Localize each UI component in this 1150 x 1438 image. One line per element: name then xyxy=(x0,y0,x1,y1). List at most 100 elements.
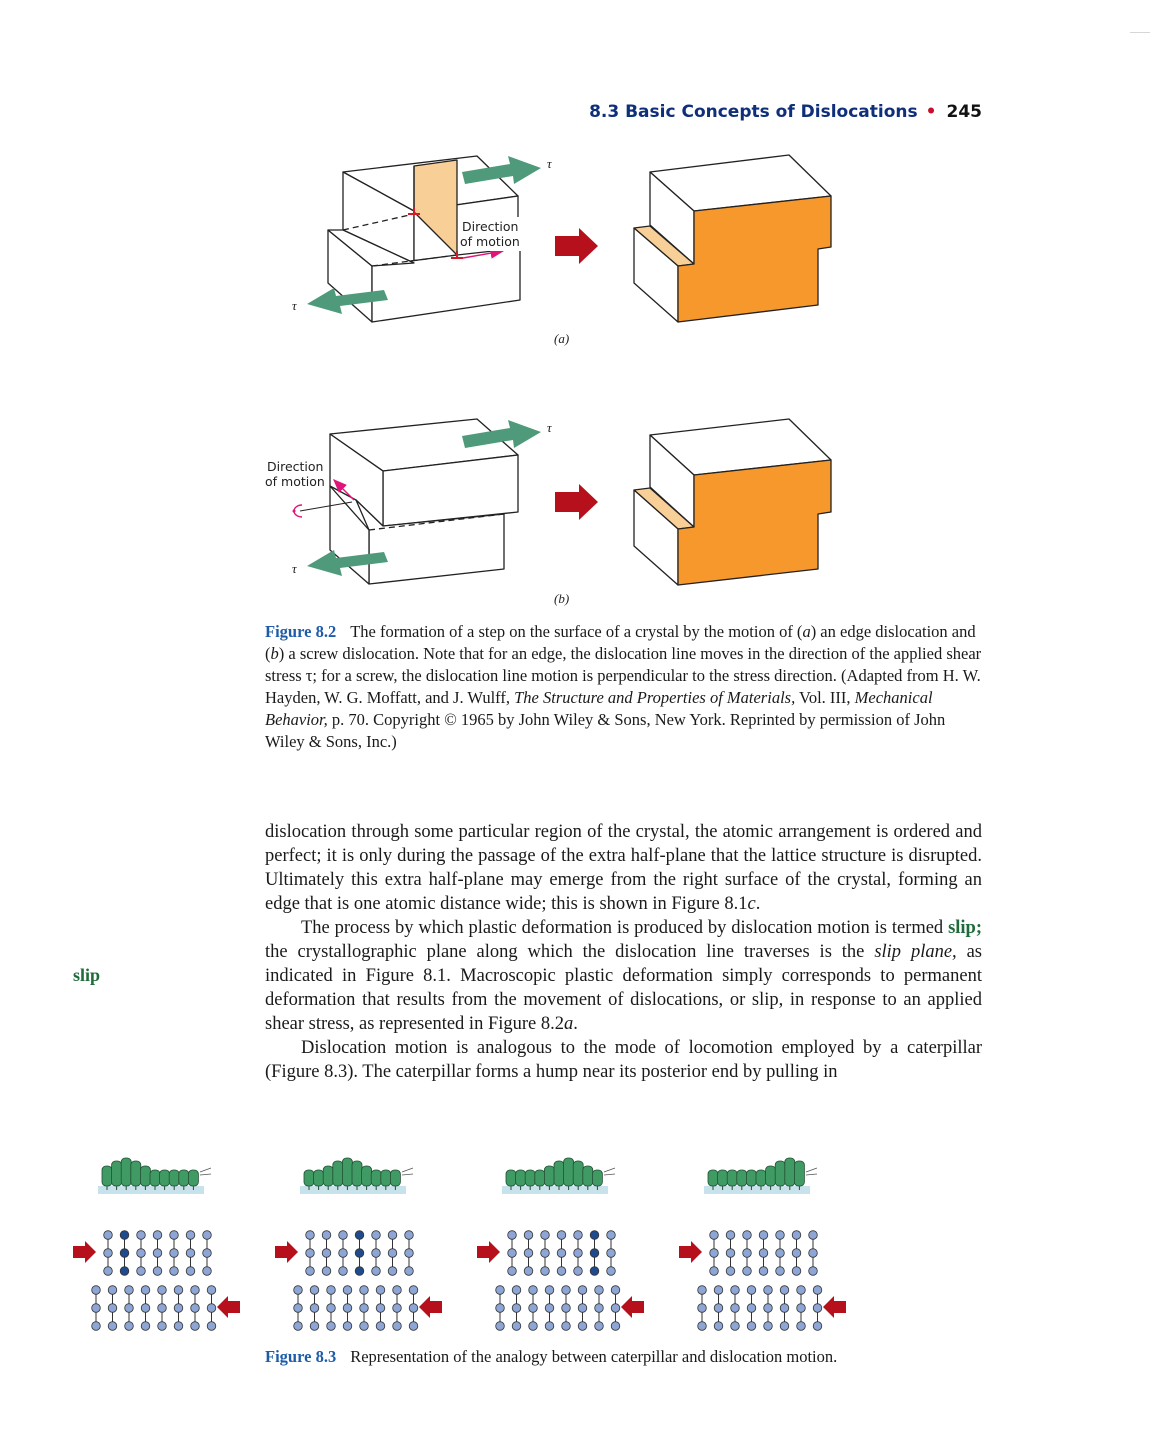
lattice-atom xyxy=(528,1285,538,1295)
extra-half-plane-atom xyxy=(119,1266,130,1276)
lattice-atom xyxy=(359,1303,369,1313)
caterpillar-segment xyxy=(380,1169,392,1187)
lattice-atom xyxy=(713,1303,724,1313)
caption-text: p. 70. Copyright © 1965 by John Wiley & … xyxy=(265,710,946,751)
lattice-atom xyxy=(742,1230,752,1240)
page-number: 245 xyxy=(946,102,983,122)
lattice-atom xyxy=(375,1303,386,1313)
figure-label: Figure 8.2 xyxy=(265,622,337,641)
analogy-panel xyxy=(679,1157,846,1331)
lattice-atom xyxy=(507,1248,517,1258)
ground-strip xyxy=(502,1186,608,1194)
caterpillar-segment xyxy=(101,1165,113,1187)
lattice-atom xyxy=(309,1303,320,1313)
direction-label-line2: of motion xyxy=(460,234,520,249)
lattice-atom xyxy=(742,1266,752,1276)
shear-arrow-left xyxy=(217,1296,240,1318)
paragraph-text: . xyxy=(755,894,761,914)
lattice-atom xyxy=(796,1285,806,1295)
lattice-atom xyxy=(326,1321,336,1331)
caterpillar-segment xyxy=(563,1157,574,1187)
lattice-atom xyxy=(392,1321,402,1331)
caption-text: ) a screw dislocation. Note that for an … xyxy=(265,644,982,707)
lattice-atom xyxy=(338,1266,348,1276)
extra-half-plane-atom xyxy=(354,1230,365,1240)
stepped-block xyxy=(633,418,832,586)
lattice-atom xyxy=(185,1266,196,1276)
caterpillar-segment xyxy=(553,1160,565,1187)
bullet-separator: • xyxy=(925,102,937,122)
lattice-atom xyxy=(523,1266,534,1276)
lattice-atom xyxy=(173,1303,184,1313)
shear-arrow-right xyxy=(679,1241,702,1263)
lattice-atom xyxy=(763,1321,773,1331)
ground-strip xyxy=(98,1186,204,1194)
lattice-atom xyxy=(495,1303,505,1313)
analogy-panel xyxy=(275,1157,442,1331)
lattice-atom xyxy=(791,1248,802,1258)
caterpillar-segment xyxy=(717,1169,728,1187)
lattice-atom xyxy=(540,1230,550,1240)
caption-italic: b xyxy=(270,644,279,663)
extra-half-plane-atom xyxy=(589,1266,600,1276)
lattice-atom xyxy=(140,1285,151,1295)
shear-arrow-right xyxy=(477,1241,500,1263)
motion-arrow xyxy=(462,247,505,259)
lattice-atom xyxy=(202,1266,212,1276)
caterpillar-segment xyxy=(341,1157,353,1187)
caterpillar-segment xyxy=(524,1169,536,1187)
lattice-atom xyxy=(173,1285,184,1295)
lattice-atom xyxy=(808,1248,818,1258)
lattice-atom xyxy=(791,1230,802,1240)
lattice-atom xyxy=(107,1321,118,1331)
paragraph-text: . xyxy=(573,1014,578,1034)
lattice-atom xyxy=(746,1285,757,1295)
lattice-atom xyxy=(573,1230,583,1240)
lattice-atom xyxy=(392,1303,402,1313)
lattice-atom xyxy=(190,1321,200,1331)
figure-label: Figure 8.3 xyxy=(265,1347,337,1366)
lattice-atom xyxy=(293,1303,303,1313)
caterpillar-segment xyxy=(303,1169,315,1187)
lattice-atom xyxy=(606,1248,616,1258)
lattice-atom xyxy=(812,1321,823,1331)
lattice-atom xyxy=(561,1303,571,1313)
shear-arrow-left xyxy=(621,1296,644,1318)
lattice-atom xyxy=(758,1230,769,1240)
extra-half-plane-atom xyxy=(119,1230,130,1240)
paragraph-text: as indicated in Figure 8.1. Macroscopic … xyxy=(265,942,982,1034)
lattice-atom xyxy=(103,1266,113,1276)
lattice-atom xyxy=(523,1248,534,1258)
caterpillar-segment xyxy=(322,1165,334,1187)
lattice-atom xyxy=(371,1266,381,1276)
lattice-atom xyxy=(697,1285,707,1295)
paragraph-italic: a xyxy=(564,1014,574,1034)
lattice-atom xyxy=(507,1266,517,1276)
lattice-atom xyxy=(342,1285,353,1295)
tau-label: τ xyxy=(547,420,553,435)
lattice-atom xyxy=(338,1230,348,1240)
shear-stress-arrow-bottom xyxy=(307,550,388,576)
lattice-atom xyxy=(107,1303,118,1313)
lattice-atom xyxy=(556,1230,567,1240)
margin-glossary-term: slip xyxy=(73,965,101,985)
lattice-atom xyxy=(152,1230,163,1240)
body-text: dislocation through some particular regi… xyxy=(265,820,982,1084)
lattice-atom xyxy=(408,1285,419,1295)
lattice-atom xyxy=(812,1303,823,1313)
lattice-atom xyxy=(103,1248,113,1258)
caterpillar-segment xyxy=(592,1169,603,1187)
lattice-atom xyxy=(206,1303,217,1313)
motion-arrow xyxy=(333,479,355,501)
caterpillar-segment xyxy=(582,1165,594,1187)
lattice-atom xyxy=(511,1285,522,1295)
lattice-atom xyxy=(173,1321,184,1331)
caterpillar-segment xyxy=(784,1157,796,1187)
caption-text: The formation of a step on the surface o… xyxy=(350,622,803,641)
figure-8-2: Direction of motion τ τ (a) Direction of… xyxy=(265,154,832,606)
caterpillar-segment xyxy=(361,1165,373,1187)
result-arrow xyxy=(555,484,598,520)
lattice-atom xyxy=(577,1285,588,1295)
